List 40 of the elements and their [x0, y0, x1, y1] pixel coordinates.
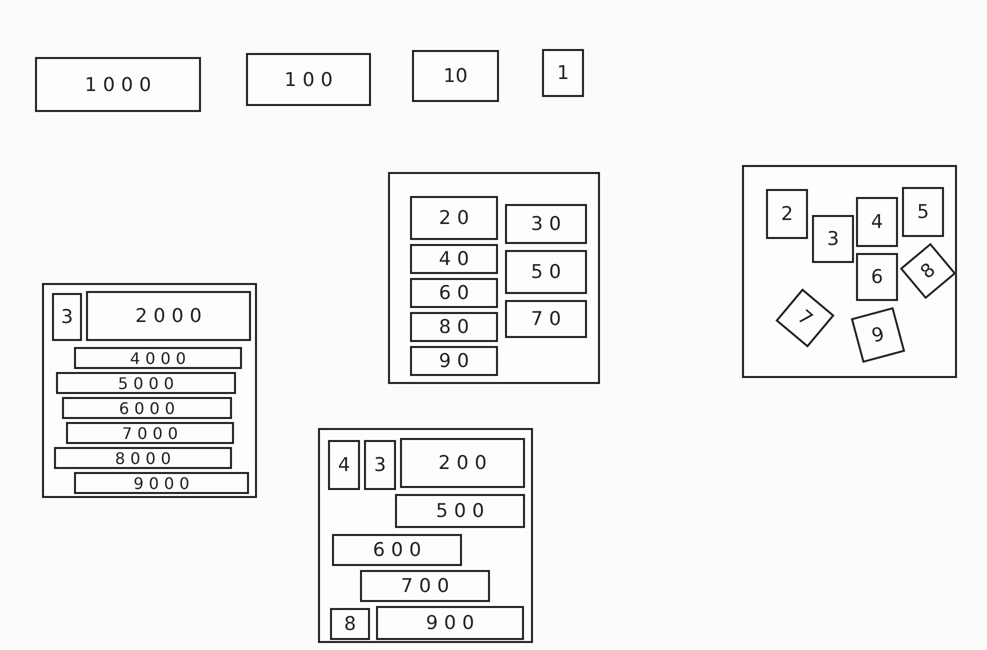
number-card: 7 0 0 0 — [66, 422, 234, 444]
number-card: 9 0 — [410, 346, 498, 376]
number-card: 4 0 0 0 — [74, 347, 242, 369]
number-card: 5 0 0 — [395, 494, 525, 528]
number-card: 7 0 0 — [360, 570, 490, 602]
number-card: 6 0 0 — [332, 534, 462, 566]
number-card: 4 — [328, 440, 360, 490]
number-card: 4 — [856, 197, 898, 247]
number-card: 5 0 0 0 — [56, 372, 236, 394]
number-card: 7 0 — [505, 300, 587, 338]
number-card: 8 — [330, 608, 370, 640]
card-tray — [388, 172, 600, 384]
card-tray — [742, 165, 957, 378]
number-card: 8 0 — [410, 312, 498, 342]
number-card: 3 — [52, 293, 82, 341]
number-card: 1 — [542, 49, 584, 97]
card-tray — [42, 283, 257, 498]
number-card: 2 0 0 0 — [86, 291, 251, 341]
number-card: 3 — [364, 440, 396, 490]
number-card: 5 0 — [505, 250, 587, 294]
number-card: 6 0 0 0 — [62, 397, 232, 419]
number-card: 3 0 — [505, 204, 587, 244]
card-tray — [318, 428, 533, 643]
number-card: 2 — [766, 189, 808, 239]
number-card: 8 0 0 0 — [54, 447, 232, 469]
number-card: 10 — [412, 50, 499, 102]
number-card: 9 0 0 0 — [74, 472, 249, 494]
number-card: 4 0 — [410, 244, 498, 274]
number-card: 1 0 0 — [246, 53, 371, 106]
number-card: 9 0 0 — [376, 606, 524, 640]
number-card: 1 0 0 0 — [35, 57, 201, 112]
number-card: 2 0 — [410, 196, 498, 240]
number-card: 6 — [856, 253, 898, 301]
number-card: 9 — [850, 307, 906, 363]
number-card: 8 — [900, 242, 956, 300]
number-card: 7 — [775, 288, 835, 348]
number-card: 5 — [902, 187, 944, 237]
number-card: 2 0 0 — [400, 438, 525, 488]
number-card: 6 0 — [410, 278, 498, 308]
number-card: 3 — [812, 215, 854, 263]
